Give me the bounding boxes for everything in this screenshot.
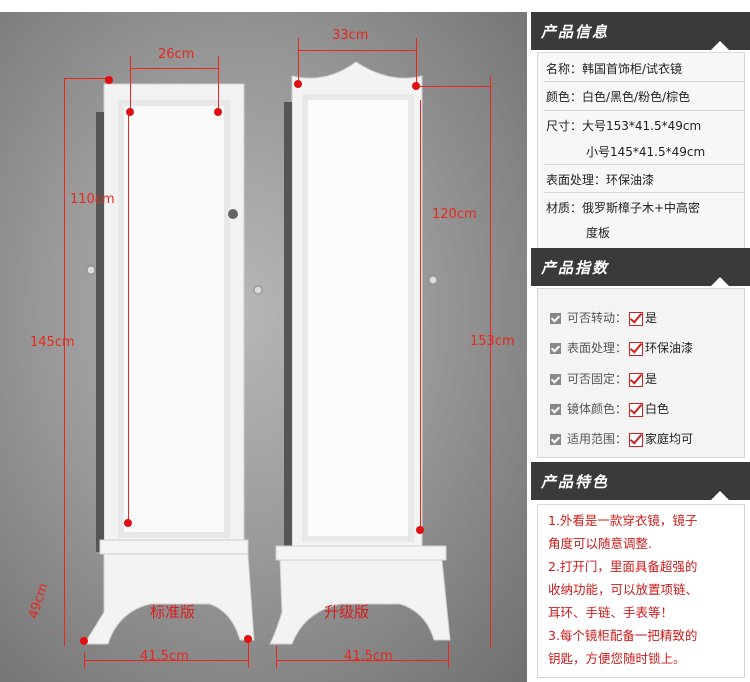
red-check-icon bbox=[629, 372, 644, 387]
standard-mirror bbox=[83, 83, 255, 645]
product-index-title: 产品指数 bbox=[541, 259, 610, 277]
feature-line: 收纳功能，可以放置项链、 bbox=[548, 582, 699, 597]
gray-check-icon bbox=[550, 374, 561, 385]
upgrade-mirror bbox=[253, 61, 451, 645]
gray-check-icon bbox=[550, 343, 561, 354]
dim-26cm: 26cm bbox=[158, 47, 195, 62]
red-check-icon bbox=[629, 341, 644, 356]
mirror-illustration bbox=[83, 61, 451, 645]
info-panel: 产品信息 名称：韩国首饰柜/试衣镜 颜色：白色/黑色/粉色/棕色 尺寸：大号15… bbox=[531, 12, 750, 682]
dim-145cm: 145cm bbox=[30, 335, 75, 350]
product-index-box: 可否转动：是 表面处理：环保油漆 可否固定：是 镜体颜色：白色 适用范围：家庭均… bbox=[537, 288, 745, 458]
spec-color: 镜体颜色：白色 bbox=[550, 400, 669, 418]
feature-line: 钥匙，方便您随时锁上。 bbox=[548, 651, 686, 666]
product-features-title: 产品特色 bbox=[541, 473, 610, 491]
gray-check-icon bbox=[550, 434, 561, 445]
product-index-header: 产品指数 bbox=[531, 248, 750, 287]
product-info-title: 产品信息 bbox=[541, 23, 610, 41]
info-material: 材质：俄罗斯樟子木+中高密 bbox=[546, 201, 701, 215]
red-check-icon bbox=[629, 311, 644, 326]
spec-surface: 表面处理：环保油漆 bbox=[550, 339, 693, 357]
feature-line: 耳环、手链、手表等！ bbox=[548, 605, 674, 620]
product-info-box: 名称：韩国首饰柜/试衣镜 颜色：白色/黑色/粉色/棕色 尺寸：大号153*41.… bbox=[537, 52, 745, 260]
caption-standard: 标准版 bbox=[150, 603, 196, 621]
info-material-cont: 度板 bbox=[586, 226, 611, 240]
dim-120cm: 120cm bbox=[432, 207, 477, 222]
feature-line: 2.打开门，里面具备超强的 bbox=[548, 559, 698, 574]
product-features-header: 产品特色 bbox=[531, 462, 750, 501]
gray-check-icon bbox=[550, 404, 561, 415]
feature-line: 3.每个镜柜配备一把精致的 bbox=[548, 628, 698, 643]
info-size-large: 尺寸：大号153*41.5*49cm bbox=[546, 119, 702, 133]
info-surface: 表面处理：环保油漆 bbox=[546, 173, 655, 187]
info-size-small: 小号145*41.5*49cm bbox=[586, 145, 706, 159]
spec-scope: 适用范围：家庭均可 bbox=[550, 430, 693, 448]
dim-33cm: 33cm bbox=[332, 28, 369, 43]
spec-rotate: 可否转动：是 bbox=[550, 309, 657, 327]
dim-width-standard: 41.5cm bbox=[140, 649, 189, 664]
gray-check-icon bbox=[550, 313, 561, 324]
feature-line: 角度可以随意调整. bbox=[548, 536, 652, 551]
product-info-header: 产品信息 bbox=[531, 12, 750, 51]
caption-upgrade: 升级版 bbox=[324, 603, 370, 621]
features-text: 1.外看是一款穿衣镜，镜子 角度可以随意调整. 2.打开门，里面具备超强的 收纳… bbox=[548, 509, 748, 670]
dim-width-upgrade: 41.5cm bbox=[344, 649, 393, 664]
product-features-box: 1.外看是一款穿衣镜，镜子 角度可以随意调整. 2.打开门，里面具备超强的 收纳… bbox=[537, 504, 745, 678]
info-name: 名称：韩国首饰柜/试衣镜 bbox=[546, 62, 683, 76]
red-check-icon bbox=[629, 432, 644, 447]
spec-fixed: 可否固定：是 bbox=[550, 370, 657, 388]
dim-153cm: 153cm bbox=[470, 334, 515, 349]
product-photo: 26cm 33cm 110cm 120cm 145cm 153cm 49cm 4… bbox=[0, 12, 527, 682]
feature-line: 1.外看是一款穿衣镜，镜子 bbox=[548, 513, 698, 528]
red-check-icon bbox=[629, 402, 644, 417]
dim-110cm: 110cm bbox=[70, 192, 115, 207]
info-color: 颜色：白色/黑色/粉色/棕色 bbox=[546, 90, 691, 104]
